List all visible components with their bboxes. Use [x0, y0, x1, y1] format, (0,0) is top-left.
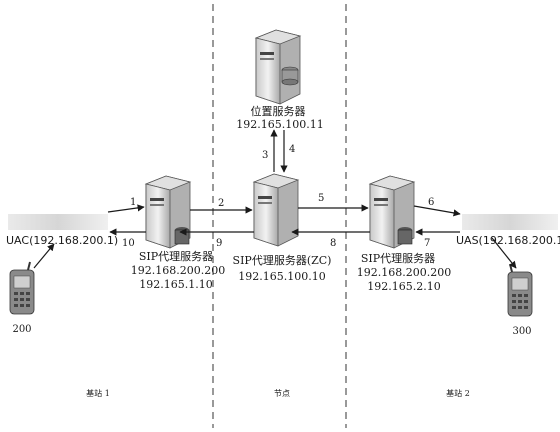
proxy-left-ip1: 192.168.200.200 [131, 264, 225, 277]
step-label-3: 3 [262, 150, 268, 161]
proxy-left-ip2: 192.165.1.10 [139, 278, 212, 291]
uas-phone-number: 300 [512, 326, 531, 337]
region-label-center: 节点 [274, 389, 290, 398]
arrow-step-6 [414, 206, 460, 214]
arrow-step-1 [108, 207, 144, 212]
proxy-center-server-icon [254, 174, 298, 246]
step-label-9: 9 [216, 238, 222, 249]
proxy-right-ip1: 192.168.200.200 [357, 266, 451, 279]
uas-phone-icon [508, 264, 532, 316]
uac-phone-icon [10, 262, 34, 314]
step-label-8: 8 [330, 238, 336, 249]
step-label-6: 6 [428, 197, 434, 208]
location-server-icon [256, 30, 300, 104]
uas-label: UAS(192.168.200.1) [456, 234, 560, 247]
uas-wireless-band [462, 214, 558, 230]
proxy-center-ip: 192.165.100.10 [238, 270, 325, 283]
region-label-right: 基站 2 [446, 388, 470, 398]
proxy-right-name: SIP代理服务器 [361, 252, 435, 265]
proxy-right-ip2: 192.165.2.10 [367, 280, 440, 293]
proxy-right-server-icon [370, 176, 414, 248]
step-label-5: 5 [318, 193, 324, 204]
step-label-1: 1 [130, 197, 136, 208]
arrow-uac-phone [34, 244, 54, 268]
step-label-10: 10 [122, 238, 135, 249]
location-server-name: 位置服务器 [251, 104, 306, 118]
location-server-ip: 192.165.100.11 [236, 118, 323, 131]
proxy-center-name: SIP代理服务器(ZC) [233, 254, 332, 267]
region-label-left: 基站 1 [86, 388, 110, 398]
step-label-4: 4 [289, 144, 295, 155]
proxy-left-server-icon [146, 176, 190, 248]
step-label-7: 7 [424, 238, 430, 249]
step-label-2: 2 [218, 198, 224, 209]
proxy-left-name: SIP代理服务器 [139, 250, 213, 263]
uac-phone-number: 200 [12, 324, 31, 335]
uac-label: UAC(192.168.200.1) [6, 234, 118, 247]
uac-wireless-band [8, 214, 108, 230]
